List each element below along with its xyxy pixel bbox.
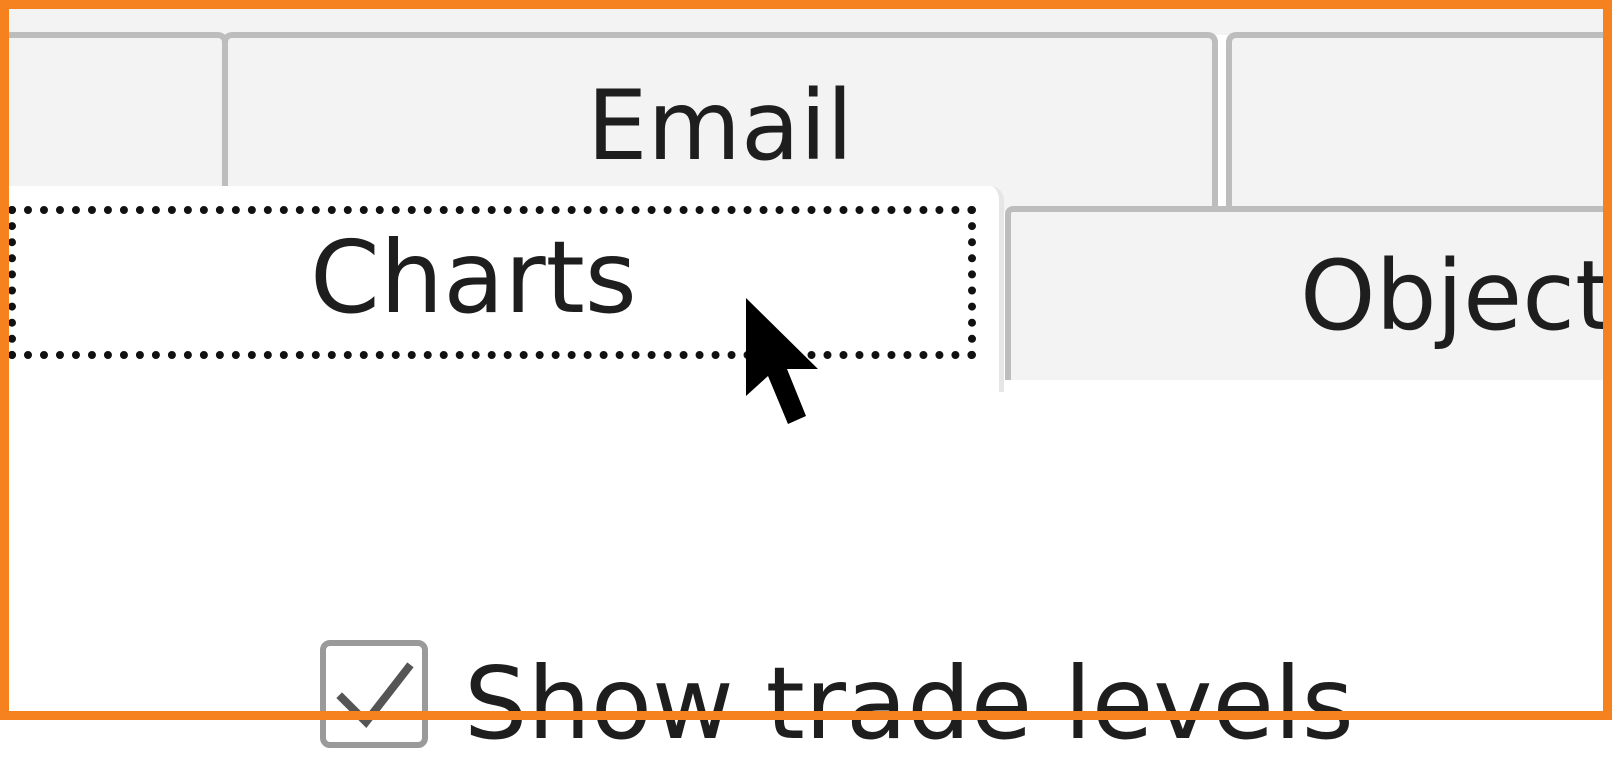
tab-strip-background [9, 9, 1603, 35]
arrow-cursor-icon [746, 298, 818, 424]
tab-content-panel [9, 380, 1603, 711]
tab-partial-left[interactable] [0, 32, 228, 192]
tab-email-label: Email [586, 70, 854, 182]
show-trade-levels-checkbox[interactable] [320, 640, 428, 748]
tab-charts[interactable]: Charts [0, 186, 1004, 392]
show-trade-levels-option[interactable]: Show trade levels [320, 640, 1354, 754]
tab-objects[interactable]: Objects [1005, 206, 1612, 386]
tab-charts-label: Charts [310, 219, 637, 336]
tab-partial-right[interactable] [1226, 32, 1612, 212]
tab-email[interactable]: Email [222, 32, 1218, 212]
show-trade-levels-label: Show trade levels [464, 645, 1354, 762]
check-icon [336, 662, 414, 729]
focus-rectangle [8, 206, 976, 359]
tab-objects-label: Objects [1300, 240, 1612, 352]
